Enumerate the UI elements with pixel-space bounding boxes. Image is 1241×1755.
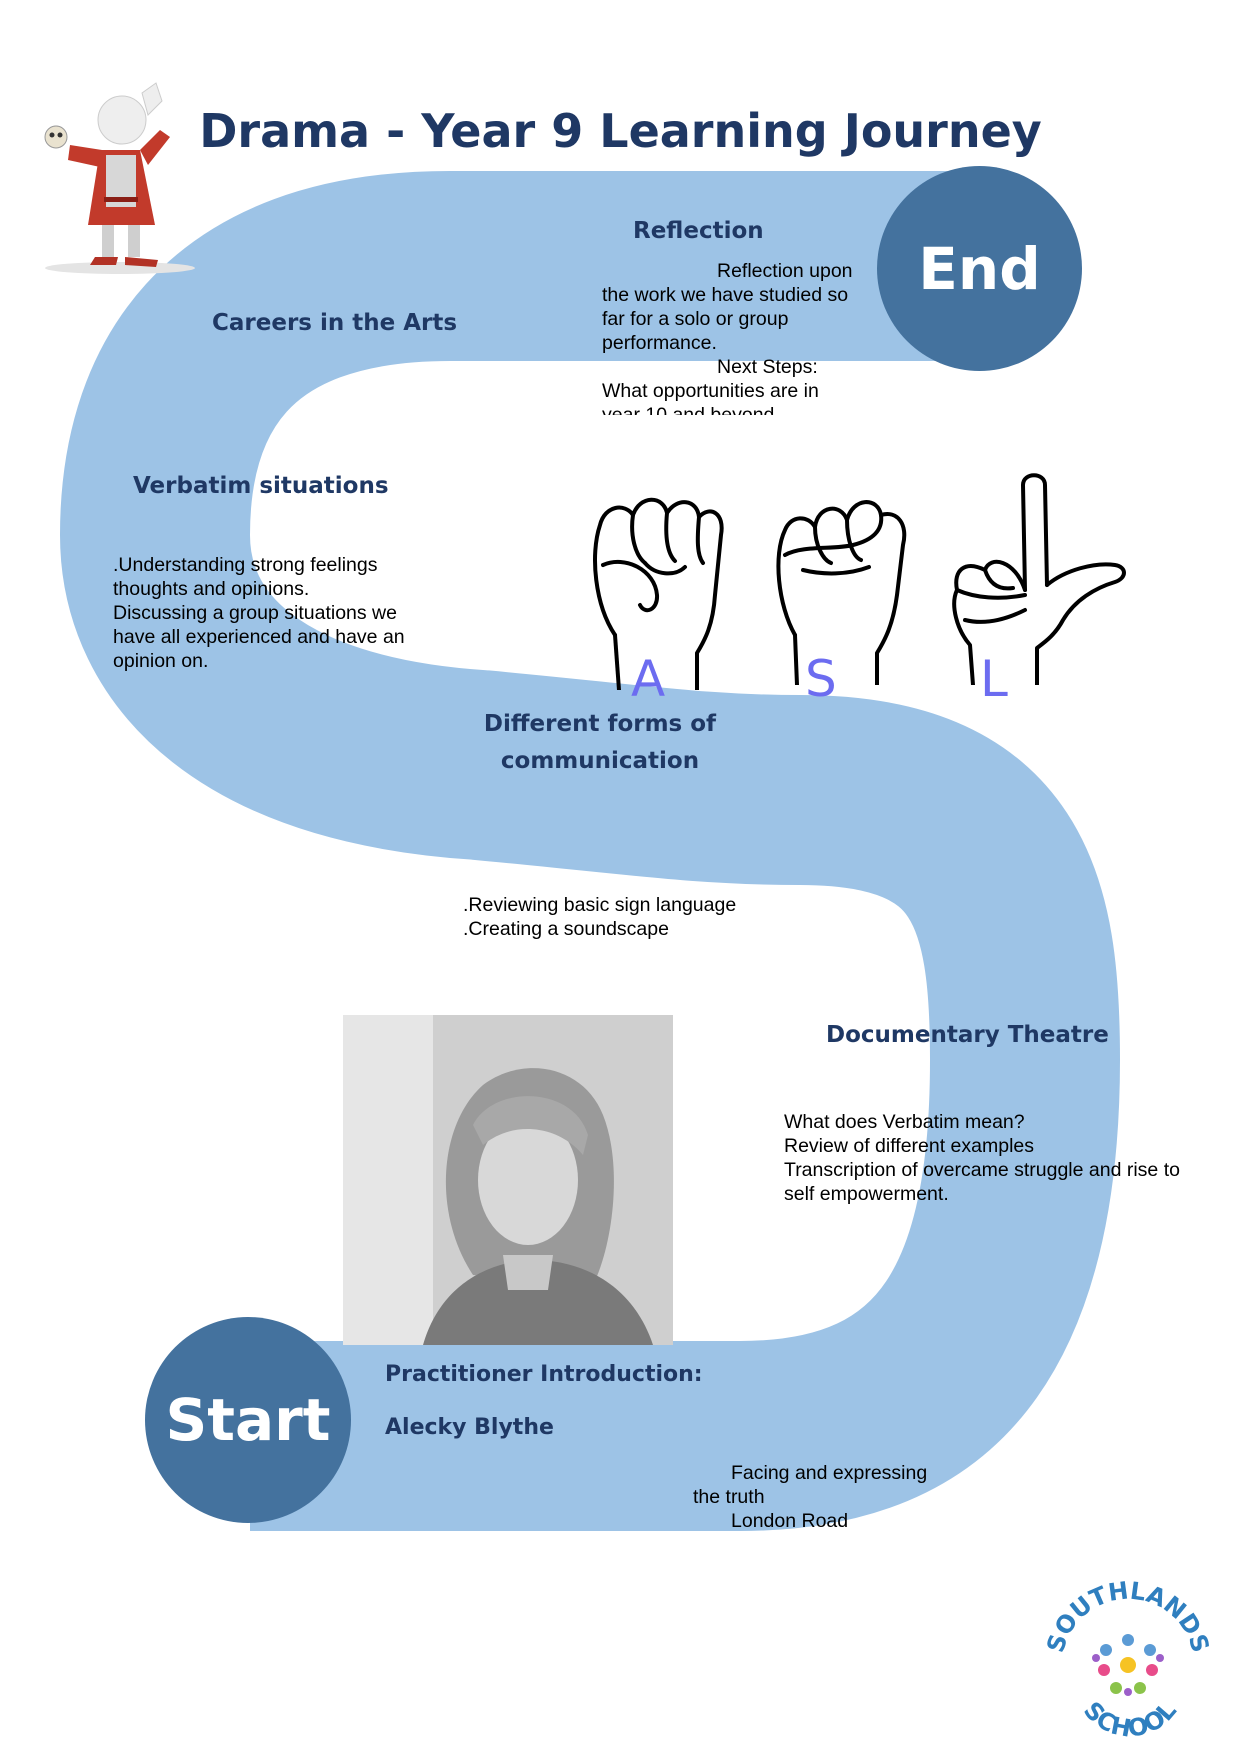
start-label: Start	[165, 1386, 331, 1454]
asl-hand-l-icon	[952, 473, 1126, 685]
practitioner-name: Alecky Blythe	[385, 1415, 554, 1440]
svg-text:SCHOOL: SCHOOL	[1078, 1696, 1182, 1743]
practitioner-text: Facing and expressing the truth London R…	[693, 1461, 973, 1533]
documentary-line: self empowerment.	[784, 1183, 949, 1205]
page-title: Drama - Year 9 Learning Journey	[199, 104, 1042, 158]
southlands-school-logo: SOUTHLANDS SCHOOL	[1041, 1576, 1214, 1743]
verbatim-line: have all experienced and have an	[113, 626, 405, 648]
practitioner-line: the truth	[693, 1486, 765, 1508]
documentary-heading: Documentary Theatre	[826, 1022, 1109, 1048]
documentary-line: Review of different examples	[784, 1135, 1035, 1157]
reflection-line: the work we have studied so	[602, 284, 849, 306]
verbatim-line: thoughts and opinions.	[113, 578, 310, 600]
careers-heading: Careers in the Arts	[212, 310, 458, 336]
asl-hand-a-icon	[593, 497, 724, 690]
asl-hand-s-icon	[776, 500, 907, 685]
reflection-line: far for a solo or group	[602, 308, 789, 330]
start-circle: Start	[145, 1317, 351, 1523]
communication-heading-line: Different forms of	[483, 711, 717, 737]
practitioner-heading: Practitioner Introduction:	[385, 1362, 703, 1387]
reflection-line: year 10 and beyond	[602, 404, 775, 415]
reflection-text: Reflection upon the work we have studied…	[602, 259, 882, 415]
documentary-line: What does Verbatim mean?	[784, 1111, 1025, 1133]
communication-heading: Different forms of communication	[480, 706, 720, 780]
communication-text: .Reviewing basic sign language .Creating…	[463, 893, 793, 941]
documentary-text: What does Verbatim mean? Review of diffe…	[784, 1110, 1224, 1206]
portrait-image	[343, 1015, 673, 1345]
communication-heading-line: communication	[500, 748, 700, 774]
reflection-line: Next Steps:	[717, 356, 818, 378]
reflection-heading: Reflection	[633, 218, 764, 244]
verbatim-situations-text: .Understanding strong feelings thoughts …	[113, 553, 443, 673]
sign-letter-l: L	[980, 650, 1008, 708]
verbatim-line: opinion on.	[113, 650, 209, 672]
practitioner-line: Facing and expressing	[731, 1462, 928, 1484]
reflection-line: performance.	[602, 332, 717, 354]
practitioner-line: London Road	[731, 1510, 849, 1532]
communication-line: .Creating a soundscape	[463, 918, 669, 940]
documentary-line: Transcription of overcame struggle and r…	[784, 1159, 1180, 1181]
end-label: End	[918, 234, 1041, 303]
actor-with-skull-icon	[44, 82, 195, 274]
verbatim-line: Discussing a group situations we	[113, 602, 397, 624]
communication-line: .Reviewing basic sign language	[463, 894, 737, 916]
verbatim-line: .Understanding strong feelings	[113, 554, 378, 576]
practitioner-photo	[343, 1015, 673, 1345]
verbatim-situations-heading: Verbatim situations	[133, 473, 389, 499]
end-circle: End	[877, 166, 1082, 371]
reflection-line: Reflection upon	[717, 260, 853, 282]
sign-letter-a: A	[631, 650, 666, 708]
reflection-line: What opportunities are in	[602, 380, 819, 402]
sign-letter-s: S	[805, 650, 837, 708]
logo-figures-icon	[1092, 1634, 1164, 1696]
